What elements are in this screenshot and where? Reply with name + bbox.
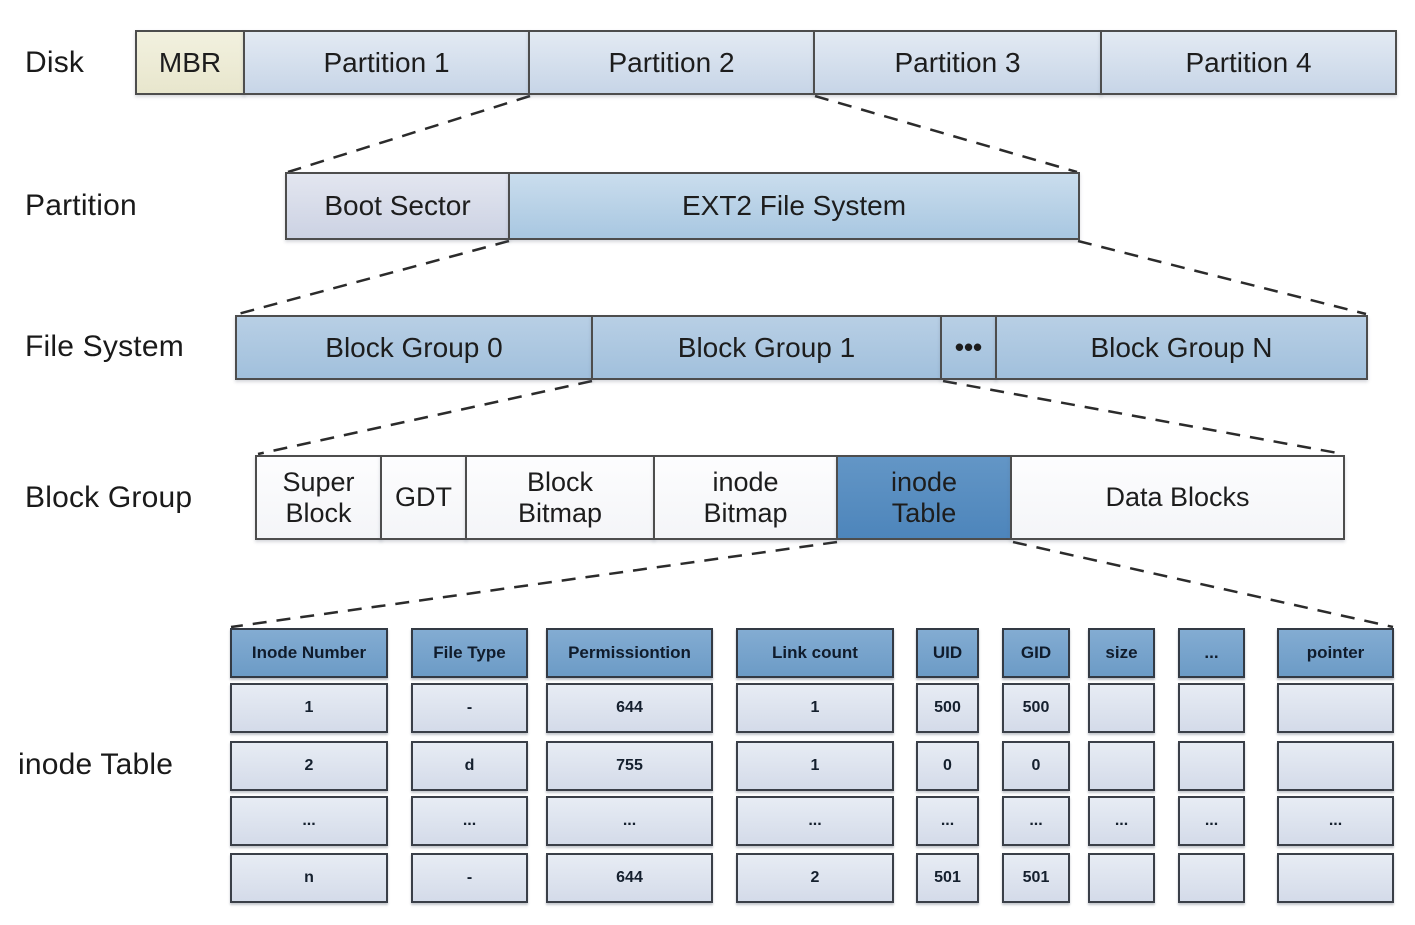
inode-header-link-count: Link count [736,628,894,678]
inode-cell [1178,853,1245,903]
connector-bootsector-to-blockgroup0 [237,239,510,316]
inode-header-permission: Permissiontion [546,628,713,678]
inode-header-inode-number: Inode Number [230,628,388,678]
connector-ext2-to-blockgroupN [1077,239,1367,316]
blockgroup-cell-gdt: GDT [380,455,467,540]
blockgroup-cell-block-bitmap: Block Bitmap [465,455,655,540]
inode-header-pointer: pointer [1277,628,1394,678]
partition-cell-boot-sector: Boot Sector [285,172,510,240]
inode-cell: 1 [736,741,894,791]
inode-cell [1277,853,1394,903]
connector-partition2-to-ext2 [814,94,1078,174]
blockgroup-cell-inode-table: inode Table [836,455,1012,540]
inode-cell [1277,741,1394,791]
inode-header-ellipsis: ... [1178,628,1245,678]
row-label-file-system: File System [25,330,184,363]
inode-cell: ... [411,796,528,846]
disk-cell-mbr: MBR [135,30,245,95]
inode-cell [1088,741,1155,791]
inode-cell [1178,683,1245,733]
disk-cell-partition-2: Partition 2 [528,30,815,95]
inode-cell: 1 [736,683,894,733]
inode-cell: 644 [546,683,713,733]
filesystem-cell-block-group-0: Block Group 0 [235,315,593,380]
connector-blockgroup-to-datablocks [942,379,1344,456]
inode-cell: 644 [546,853,713,903]
inode-cell [1088,683,1155,733]
inode-cell: 2 [230,741,388,791]
connector-inodetable-right [1012,540,1394,629]
inode-cell: - [411,853,528,903]
inode-header-uid: UID [916,628,979,678]
inode-cell: 500 [916,683,979,733]
inode-cell: - [411,683,528,733]
inode-cell: ... [1002,796,1070,846]
inode-cell: 1 [230,683,388,733]
inode-cell: 501 [1002,853,1070,903]
inode-cell: 0 [916,741,979,791]
connector-inodetable-left [230,540,838,629]
filesystem-cell-block-group-n: Block Group N [995,315,1368,380]
inode-cell: ... [1178,796,1245,846]
inode-cell [1277,683,1394,733]
blockgroup-cell-inode-bitmap: inode Bitmap [653,455,838,540]
inode-cell: 501 [916,853,979,903]
inode-cell: d [411,741,528,791]
inode-cell: n [230,853,388,903]
blockgroup-cell-data-blocks: Data Blocks [1010,455,1345,540]
row-label-partition: Partition [25,189,137,222]
disk-cell-partition-3: Partition 3 [813,30,1102,95]
connector-partition1-to-bootsector [287,94,531,174]
connector-blockgroup-to-superblock [257,379,593,456]
inode-cell: ... [1277,796,1394,846]
inode-cell: ... [546,796,713,846]
disk-cell-partition-4: Partition 4 [1100,30,1397,95]
filesystem-cell-block-group-1: Block Group 1 [591,315,942,380]
disk-cell-partition-1: Partition 1 [243,30,530,95]
partition-cell-ext2-file-system: EXT2 File System [508,172,1080,240]
row-label-disk: Disk [25,46,85,79]
inode-cell: ... [736,796,894,846]
inode-cell [1178,741,1245,791]
inode-header-size: size [1088,628,1155,678]
row-label-block-group: Block Group [25,481,193,514]
blockgroup-cell-super-block: Super Block [255,455,382,540]
inode-header-gid: GID [1002,628,1070,678]
inode-cell: 0 [1002,741,1070,791]
inode-cell: ... [916,796,979,846]
inode-cell: 500 [1002,683,1070,733]
inode-header-file-type: File Type [411,628,528,678]
filesystem-cell-ellipsis: ••• [940,315,997,380]
row-label-inode-table: inode Table [18,748,174,781]
inode-cell: 2 [736,853,894,903]
inode-cell: ... [230,796,388,846]
inode-cell [1088,853,1155,903]
inode-cell: 755 [546,741,713,791]
inode-cell: ... [1088,796,1155,846]
